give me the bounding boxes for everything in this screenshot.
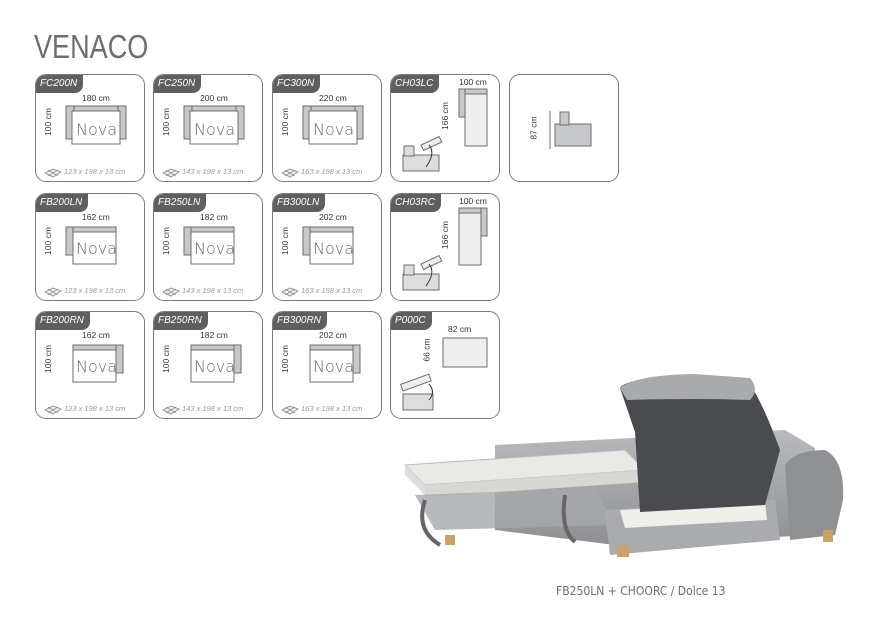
brand-logo: Nova — [76, 239, 118, 258]
module-diagram — [65, 105, 127, 145]
brand-logo: Nova — [313, 120, 355, 139]
height-dimension: 100 cm — [160, 108, 171, 136]
width-dimension: 200 cm — [200, 93, 228, 103]
module-diagram — [302, 105, 364, 145]
width-dimension: 100 cm — [459, 77, 487, 87]
width-dimension: 202 cm — [319, 212, 347, 222]
mattress-icon — [162, 168, 180, 178]
height-dimension: 100 cm — [42, 345, 53, 373]
module-code: CH03LC — [391, 75, 440, 93]
module-code: FB200LN — [36, 194, 89, 212]
brand-logo: Nova — [194, 120, 236, 139]
module-diagram — [302, 226, 354, 265]
module-card-side-view: 87 cm — [509, 74, 619, 182]
height-dimension: 166 cm — [439, 102, 450, 130]
mattress-icon — [44, 168, 62, 178]
height-dimension: 100 cm — [279, 108, 290, 136]
height-dimension: 100 cm — [160, 345, 171, 373]
width-dimension: 202 cm — [319, 330, 347, 340]
module-diagram — [402, 207, 488, 291]
height-dimension: 100 cm — [160, 227, 171, 255]
width-dimension: 100 cm — [459, 196, 487, 206]
mattress-size: 143 x 198 x 13 cm — [182, 286, 244, 295]
height-dimension: 87 cm — [528, 116, 539, 140]
width-dimension: 182 cm — [200, 330, 228, 340]
module-diagram — [183, 105, 245, 145]
height-dimension: 100 cm — [42, 227, 53, 255]
width-dimension: 180 cm — [82, 93, 110, 103]
module-code: FB250RN — [154, 312, 208, 330]
height-dimension: 166 cm — [439, 221, 450, 249]
mattress-icon — [44, 287, 62, 297]
brand-logo: Nova — [313, 357, 355, 376]
height-dimension: 66 cm — [421, 338, 432, 362]
width-dimension: 82 cm — [448, 324, 472, 334]
mattress-size: 123 x 198 x 13 cm — [64, 404, 126, 413]
width-dimension: 162 cm — [82, 212, 110, 222]
mattress-icon — [281, 287, 299, 297]
mattress-size: 123 x 198 x 13 cm — [64, 286, 126, 295]
module-code: FB250LN — [154, 194, 207, 212]
brand-logo: Nova — [313, 239, 355, 258]
module-code: FB300LN — [273, 194, 326, 212]
height-dimension: 100 cm — [279, 345, 290, 373]
sofa-photo — [403, 374, 844, 557]
brand-logo: Nova — [194, 239, 236, 258]
module-card-p000c: P000C 82 cm 66 cm — [390, 311, 500, 419]
mattress-size: 163 x 198 x 13 cm — [301, 286, 363, 295]
module-diagram — [183, 226, 235, 265]
height-dimension: 100 cm — [42, 108, 53, 136]
module-code: FB200RN — [36, 312, 90, 330]
mattress-icon — [162, 405, 180, 415]
width-dimension: 162 cm — [82, 330, 110, 340]
mattress-size: 163 x 198 x 13 cm — [301, 404, 363, 413]
module-diagram — [190, 344, 242, 383]
width-dimension: 220 cm — [319, 93, 347, 103]
mattress-icon — [281, 405, 299, 415]
height-dimension: 100 cm — [279, 227, 290, 255]
module-code: CH03RC — [391, 194, 442, 212]
module-card-ch03rc: CH03RC 100 cm 166 cm — [390, 193, 500, 301]
collection-title: VENACO — [34, 28, 149, 65]
module-code: FC300N — [273, 75, 321, 93]
module-diagram — [309, 344, 361, 383]
mattress-icon — [44, 405, 62, 415]
brand-logo: Nova — [194, 357, 236, 376]
width-dimension: 182 cm — [200, 212, 228, 222]
mattress-size: 163 x 198 x 13 cm — [301, 167, 363, 176]
mattress-icon — [281, 168, 299, 178]
module-card-ch03lc: CH03LC 100 cm 166 cm — [390, 74, 500, 182]
module-diagram — [65, 226, 117, 265]
photo-caption: FB250LN + CHOORC / Dolce 13 — [556, 584, 726, 598]
module-code: FC200N — [36, 75, 84, 93]
brand-logo: Nova — [76, 120, 118, 139]
module-diagram — [549, 111, 592, 149]
module-diagram — [399, 337, 488, 411]
module-diagram — [402, 88, 488, 172]
module-code: P000C — [391, 312, 432, 330]
mattress-size: 123 x 198 x 13 cm — [64, 167, 126, 176]
module-diagram — [72, 344, 124, 383]
module-code: FB300RN — [273, 312, 327, 330]
brand-logo: Nova — [76, 357, 118, 376]
mattress-size: 143 x 198 x 13 cm — [182, 404, 244, 413]
mattress-icon — [162, 287, 180, 297]
module-code: FC250N — [154, 75, 202, 93]
mattress-size: 143 x 198 x 13 cm — [182, 167, 244, 176]
